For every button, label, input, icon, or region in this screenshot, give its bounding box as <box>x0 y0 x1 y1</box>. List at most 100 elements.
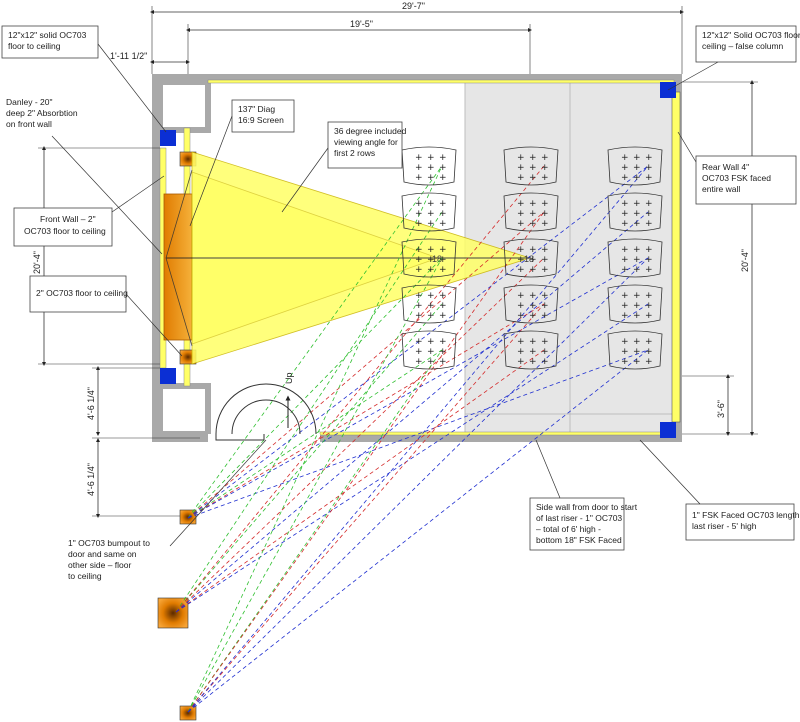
seat-marker: + <box>541 337 549 347</box>
seat-marker: + <box>645 199 653 209</box>
screen <box>163 193 193 341</box>
bottom-absorption-strip <box>319 431 675 436</box>
seat-marker: + <box>645 219 653 229</box>
seat: +++++++++ <box>401 146 457 186</box>
seat-marker: + <box>541 219 549 229</box>
seat-marker: + <box>621 311 629 321</box>
dim-door-offset: 4'-6 1/4" <box>86 387 96 420</box>
seat-marker: + <box>621 209 629 219</box>
seating: ++++++++++++++++++++++++++++++++++++++++… <box>401 146 663 370</box>
dimensions: 29'-7" 19'-5" 1'-11 1/2" 20'-4" 20'-4" 3… <box>32 1 758 518</box>
seat-marker: + <box>621 301 629 311</box>
seat: +++++++++ <box>607 192 663 232</box>
seat-marker: + <box>645 245 653 255</box>
seat-marker: + <box>645 347 653 357</box>
dim-rear-right: 3'-6" <box>716 400 726 418</box>
seat-marker: + <box>517 209 525 219</box>
seat-marker: + <box>439 255 447 265</box>
up-marker: Up <box>284 372 294 384</box>
seat-marker: + <box>427 153 435 163</box>
seat-marker: + <box>541 357 549 367</box>
seat-marker: + <box>427 357 435 367</box>
seat-marker: + <box>541 199 549 209</box>
seat-marker: + <box>541 311 549 321</box>
seat-marker: + <box>633 199 641 209</box>
seat-marker: + <box>439 311 447 321</box>
seat-marker: + <box>529 301 537 311</box>
seat-marker: + <box>517 265 525 275</box>
seat-marker: + <box>529 199 537 209</box>
seat-marker: + <box>427 245 435 255</box>
seat-marker: + <box>529 255 537 265</box>
seat-marker: + <box>529 153 537 163</box>
seat-marker: + <box>645 163 653 173</box>
seat-marker: + <box>427 255 435 265</box>
reflection-ray <box>175 257 545 613</box>
seat-marker: + <box>541 347 549 357</box>
seat-marker: + <box>427 265 435 275</box>
seat-marker: + <box>415 209 423 219</box>
dim-screen-width: 20'-4" <box>32 251 42 274</box>
seat-marker: + <box>439 219 447 229</box>
seat-marker: + <box>621 163 629 173</box>
seat-marker: + <box>517 173 525 183</box>
viewing-cone: 18 18 <box>165 151 534 365</box>
seat-marker: + <box>633 173 641 183</box>
seat-marker: + <box>439 291 447 301</box>
reflection-ray <box>187 211 545 519</box>
seat-marker: + <box>621 347 629 357</box>
seat-marker: + <box>621 337 629 347</box>
reflection-ray <box>187 257 443 519</box>
seat-marker: + <box>633 245 641 255</box>
seat-marker: + <box>541 291 549 301</box>
speaker-door-2 <box>157 597 189 629</box>
seat-marker: + <box>439 347 447 357</box>
door-swing: Up <box>215 372 317 441</box>
seat-marker: + <box>529 219 537 229</box>
seat-marker: + <box>517 163 525 173</box>
seat-marker: + <box>529 337 537 347</box>
seat: +++++++++ <box>401 192 457 232</box>
seat-marker: + <box>415 255 423 265</box>
seat-marker: + <box>529 357 537 367</box>
seat-marker: + <box>645 337 653 347</box>
seat-marker: + <box>621 265 629 275</box>
reflection-ray <box>187 165 649 519</box>
seat-marker: + <box>415 173 423 183</box>
seat-marker: + <box>541 301 549 311</box>
seat-marker: + <box>633 311 641 321</box>
reflection-ray <box>175 211 649 613</box>
seat-marker: + <box>541 153 549 163</box>
seat-marker: + <box>621 291 629 301</box>
seat-marker: + <box>415 199 423 209</box>
seat-marker: + <box>517 255 525 265</box>
rear-wall-absorption <box>671 91 681 423</box>
seat-marker: + <box>415 291 423 301</box>
seat-marker: + <box>621 153 629 163</box>
reflection-ray <box>187 349 443 519</box>
reflection-rays <box>175 165 649 713</box>
seat-marker: + <box>439 337 447 347</box>
seat-marker: + <box>439 173 447 183</box>
reflection-ray <box>187 165 443 713</box>
seat-marker: + <box>439 265 447 275</box>
seat-marker: + <box>427 219 435 229</box>
column-rear-bottom <box>660 422 676 438</box>
dim-room-depth: 20'-4" <box>740 249 750 272</box>
reflection-ray <box>187 349 649 519</box>
seat-marker: + <box>633 163 641 173</box>
column-front-bottom <box>160 368 176 384</box>
reflection-ray <box>175 211 443 613</box>
seat-marker: + <box>427 337 435 347</box>
front-closet-bottom <box>157 383 211 437</box>
seat-marker: + <box>415 153 423 163</box>
reflection-ray <box>187 165 443 519</box>
reflection-ray <box>187 303 545 519</box>
